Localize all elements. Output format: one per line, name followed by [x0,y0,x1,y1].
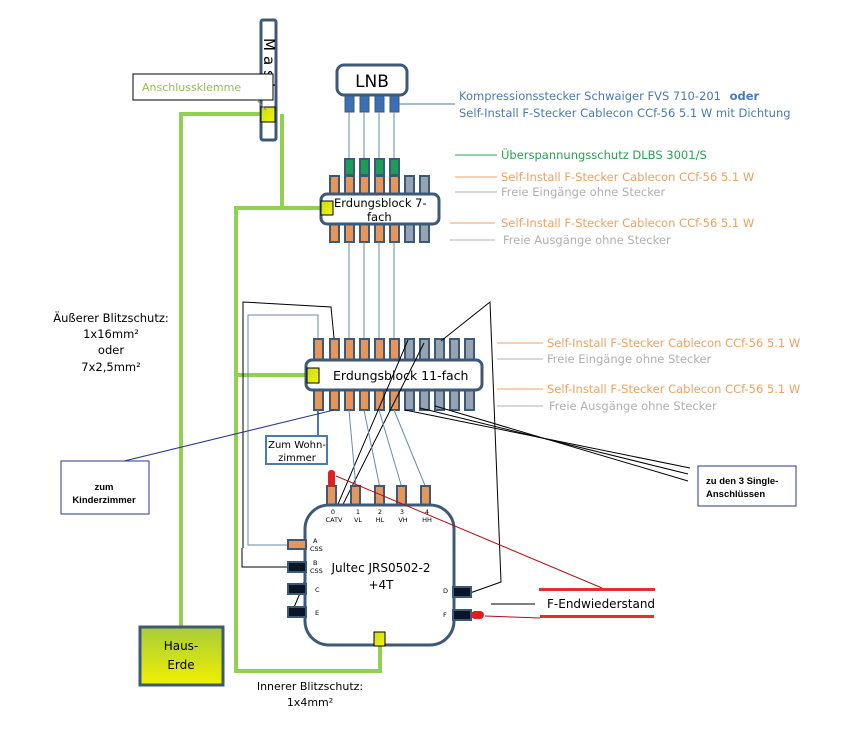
outer-ground-wire [179,112,268,628]
port-b-sub: CSS [310,567,323,575]
block7-legend-leaders [450,154,497,241]
input-2-name: HL [376,516,385,524]
block11-top-ports [313,338,475,361]
legend-b7-out-free: Freie Ausgänge ohne Stecker [503,233,671,247]
erdungsblock-7: Erdungsblock 7- fach [319,158,441,243]
legend-block11: Self-Install F-Stecker Cablecon CCf-56 5… [547,336,800,413]
mast-terminal [260,106,276,123]
block7-bottom-ports [329,223,430,243]
legend-b11-in-free: Freie Eingänge ohne Stecker [547,352,712,366]
inner-protection-label: Innerer Blitzschutz: 1x4mm² [257,680,363,709]
single-line1: zu den 3 Single- [706,476,778,487]
input-3-num: 3 [400,508,404,516]
legend-b7-in-plug: Self-Install F-Stecker Cablecon CCf-56 5… [501,170,754,184]
wohnzimmer-box: Zum Wohn- zimmer [265,435,328,465]
port-f-label: F [443,611,447,619]
legend-top-line1: Kompressionsstecker Schwaiger FVS 710-20… [459,89,721,103]
port-b-label: B [313,559,317,567]
haus-erde-line1: Haus- [164,639,199,653]
kinderzimmer-line1: zum [95,482,114,493]
wohnzimmer-line1: Zum Wohn- [268,440,326,451]
surge-protectors [344,158,400,176]
block11-to-switch-cables [348,409,427,489]
input-0-num: 0 [331,508,335,516]
outer-line4: 7x2,5mm² [81,360,140,374]
block11-legend-leaders [497,342,543,407]
anschlussklemme-label: Anschlussklemme [142,81,241,94]
port-e-label: E [315,609,319,617]
lnb-label: LNB [355,72,389,92]
block7-top-ports [329,175,430,195]
legend-b7-in-free: Freie Eingänge ohne Stecker [501,185,666,199]
lnb: LNB [335,63,455,113]
legend-top-line2: Self-Install F-Stecker Cablecon CCf-56 5… [459,106,791,120]
endwiderstand: F-Endwiederstand [539,588,655,618]
endwiderstand-label: F-Endwiederstand [547,597,655,611]
anschlussklemme-callout: Anschlussklemme [132,73,274,111]
switch-label-line2: +4T [368,578,394,592]
erdungsblock-11: Erdungsblock 11-fach [304,338,484,411]
catv-red-plug [328,470,335,487]
red-wires [335,475,603,619]
outer-line3: oder [98,343,124,357]
legend-top-oder: oder [730,89,760,103]
legend-b11-out-free: Freie Ausgänge ohne Stecker [549,399,717,413]
inner-line2: 1x4mm² [287,696,333,709]
single-anschluesse-box: zu den 3 Single- Anschlüssen [697,465,797,507]
switch-port-labels: A CSS B CSS C E D F [310,537,448,619]
single-line2: Anschlüssen [706,489,765,500]
outer-line1: Äußerer Blitzschutz: [53,310,169,325]
switch-input-labels: 0 CATV 1 VL 2 HL 3 VH 4 HH [326,508,432,524]
input-1-name: VL [354,516,362,524]
switch-left-ports [287,539,307,618]
haus-erde-line2: Erde [167,658,194,672]
input-3-name: VH [398,516,407,524]
input-2-num: 2 [378,508,382,516]
kinderzimmer-box: zum Kinderzimmer [60,460,150,515]
switch-right-ports [452,586,472,621]
legend-block7: Überspannungsschutz DLBS 3001/S Self-Ins… [501,146,754,247]
input-4-name: HH [422,516,432,524]
port-a-sub: CSS [310,545,323,553]
legend-b11-out-plug: Self-Install F-Stecker Cablecon CCf-56 5… [547,382,800,396]
block7-terminal [320,200,334,216]
port-c-label: C [315,586,320,594]
switch-terminal [373,631,386,647]
legend-b11-in-plug: Self-Install F-Stecker Cablecon CCf-56 5… [547,336,800,350]
input-0-name: CATV [326,516,343,524]
multiswitch: 0 CATV 1 VL 2 HL 3 VH 4 HH A CSS B CSS C… [287,470,472,647]
block7-to-block11-cables [348,242,395,338]
input-4-num: 4 [425,508,429,516]
block11-bottom-ports [313,389,475,411]
blue-loop-wire [247,314,319,546]
lnb-plugs [344,94,400,113]
port-a-label: A [313,537,318,545]
block11-label: Erdungsblock 11-fach [333,368,468,383]
legend-surge: Überspannungsschutz DLBS 3001/S [501,146,707,162]
block7-label-line1: Erdungsblock 7- [334,196,427,210]
block7-label-line2: fach [367,210,392,224]
wohnzimmer-line2: zimmer [278,453,317,464]
switch-label-line1: Jultec JRS0502-2 [331,561,431,575]
outer-protection-label: Äußerer Blitzschutz: 1x16mm² oder 7x2,5m… [53,310,169,374]
mast-to-block7-wire [234,114,382,673]
legend-b7-out-plug: Self-Install F-Stecker Cablecon CCf-56 5… [501,216,754,230]
outer-line2: 1x16mm² [83,327,139,341]
input-1-num: 1 [356,508,360,516]
svg-text:Kompressionsstecker Schwaiger: Kompressionsstecker Schwaiger FVS 710-20… [459,89,760,103]
kinderzimmer-line2: Kinderzimmer [72,495,136,506]
lnb-cables [348,112,395,160]
port-d-label: D [443,587,448,595]
legend-top: Kompressionsstecker Schwaiger FVS 710-20… [459,89,791,120]
room-cables [119,409,335,463]
inner-line1: Innerer Blitzschutz: [257,680,363,693]
haus-erde: Haus- Erde [138,625,225,687]
block11-terminal [306,367,320,384]
black-wires-top [241,301,335,568]
switch-input-ports [326,485,431,506]
